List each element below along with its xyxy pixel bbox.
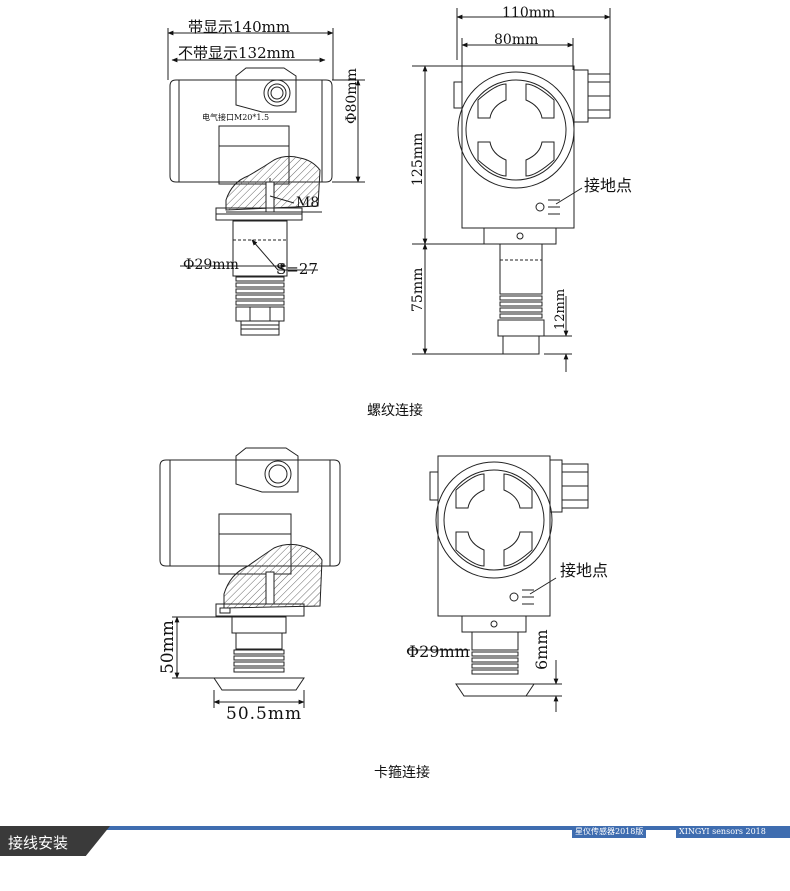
label-width-110: 110mm — [502, 5, 556, 21]
label-bolt-m8: M8 — [296, 195, 320, 211]
label-ground-bottom: 接地点 — [560, 561, 609, 580]
caption-thread-connection: 螺纹连接 — [367, 403, 423, 419]
label-width-80: 80mm — [494, 32, 539, 48]
label-height-125: 125mm — [410, 132, 426, 186]
label-wrench-size: S=27 — [276, 260, 318, 278]
label-ground-top: 接地点 — [584, 176, 633, 195]
clamp-side-view — [159, 447, 341, 708]
label-height-6: 6mm — [532, 629, 551, 670]
label-diameter-80: Φ80mm — [344, 68, 360, 124]
label-height-75: 75mm — [410, 267, 426, 312]
label-diameter-29-top: Φ29mm — [183, 257, 239, 273]
label-diameter-29-bottom: Φ29mm — [406, 642, 470, 661]
thread-front-view — [412, 8, 611, 372]
label-without-display: 不带显示132mm — [178, 44, 296, 62]
label-height-50: 50mm — [158, 620, 178, 674]
label-width-50-5: 50.5mm — [226, 704, 303, 724]
caption-clamp-connection: 卡箍连接 — [374, 765, 430, 781]
thread-side-view — [167, 28, 365, 336]
footer-brand-en: XINGYI sensors 2018 edition — [676, 826, 790, 848]
label-with-display: 带显示140mm — [188, 18, 291, 36]
footer-section-title: 接线安装 — [8, 834, 69, 852]
footer-brand-cn: 星仪传感器2018版 — [572, 826, 647, 838]
footer-stripe — [96, 826, 790, 830]
clamp-front-view — [408, 455, 589, 712]
label-electric-port: 电气接口M20*1.5 — [202, 113, 270, 122]
housing-body — [169, 79, 333, 183]
label-height-12: 12mm — [553, 288, 568, 330]
